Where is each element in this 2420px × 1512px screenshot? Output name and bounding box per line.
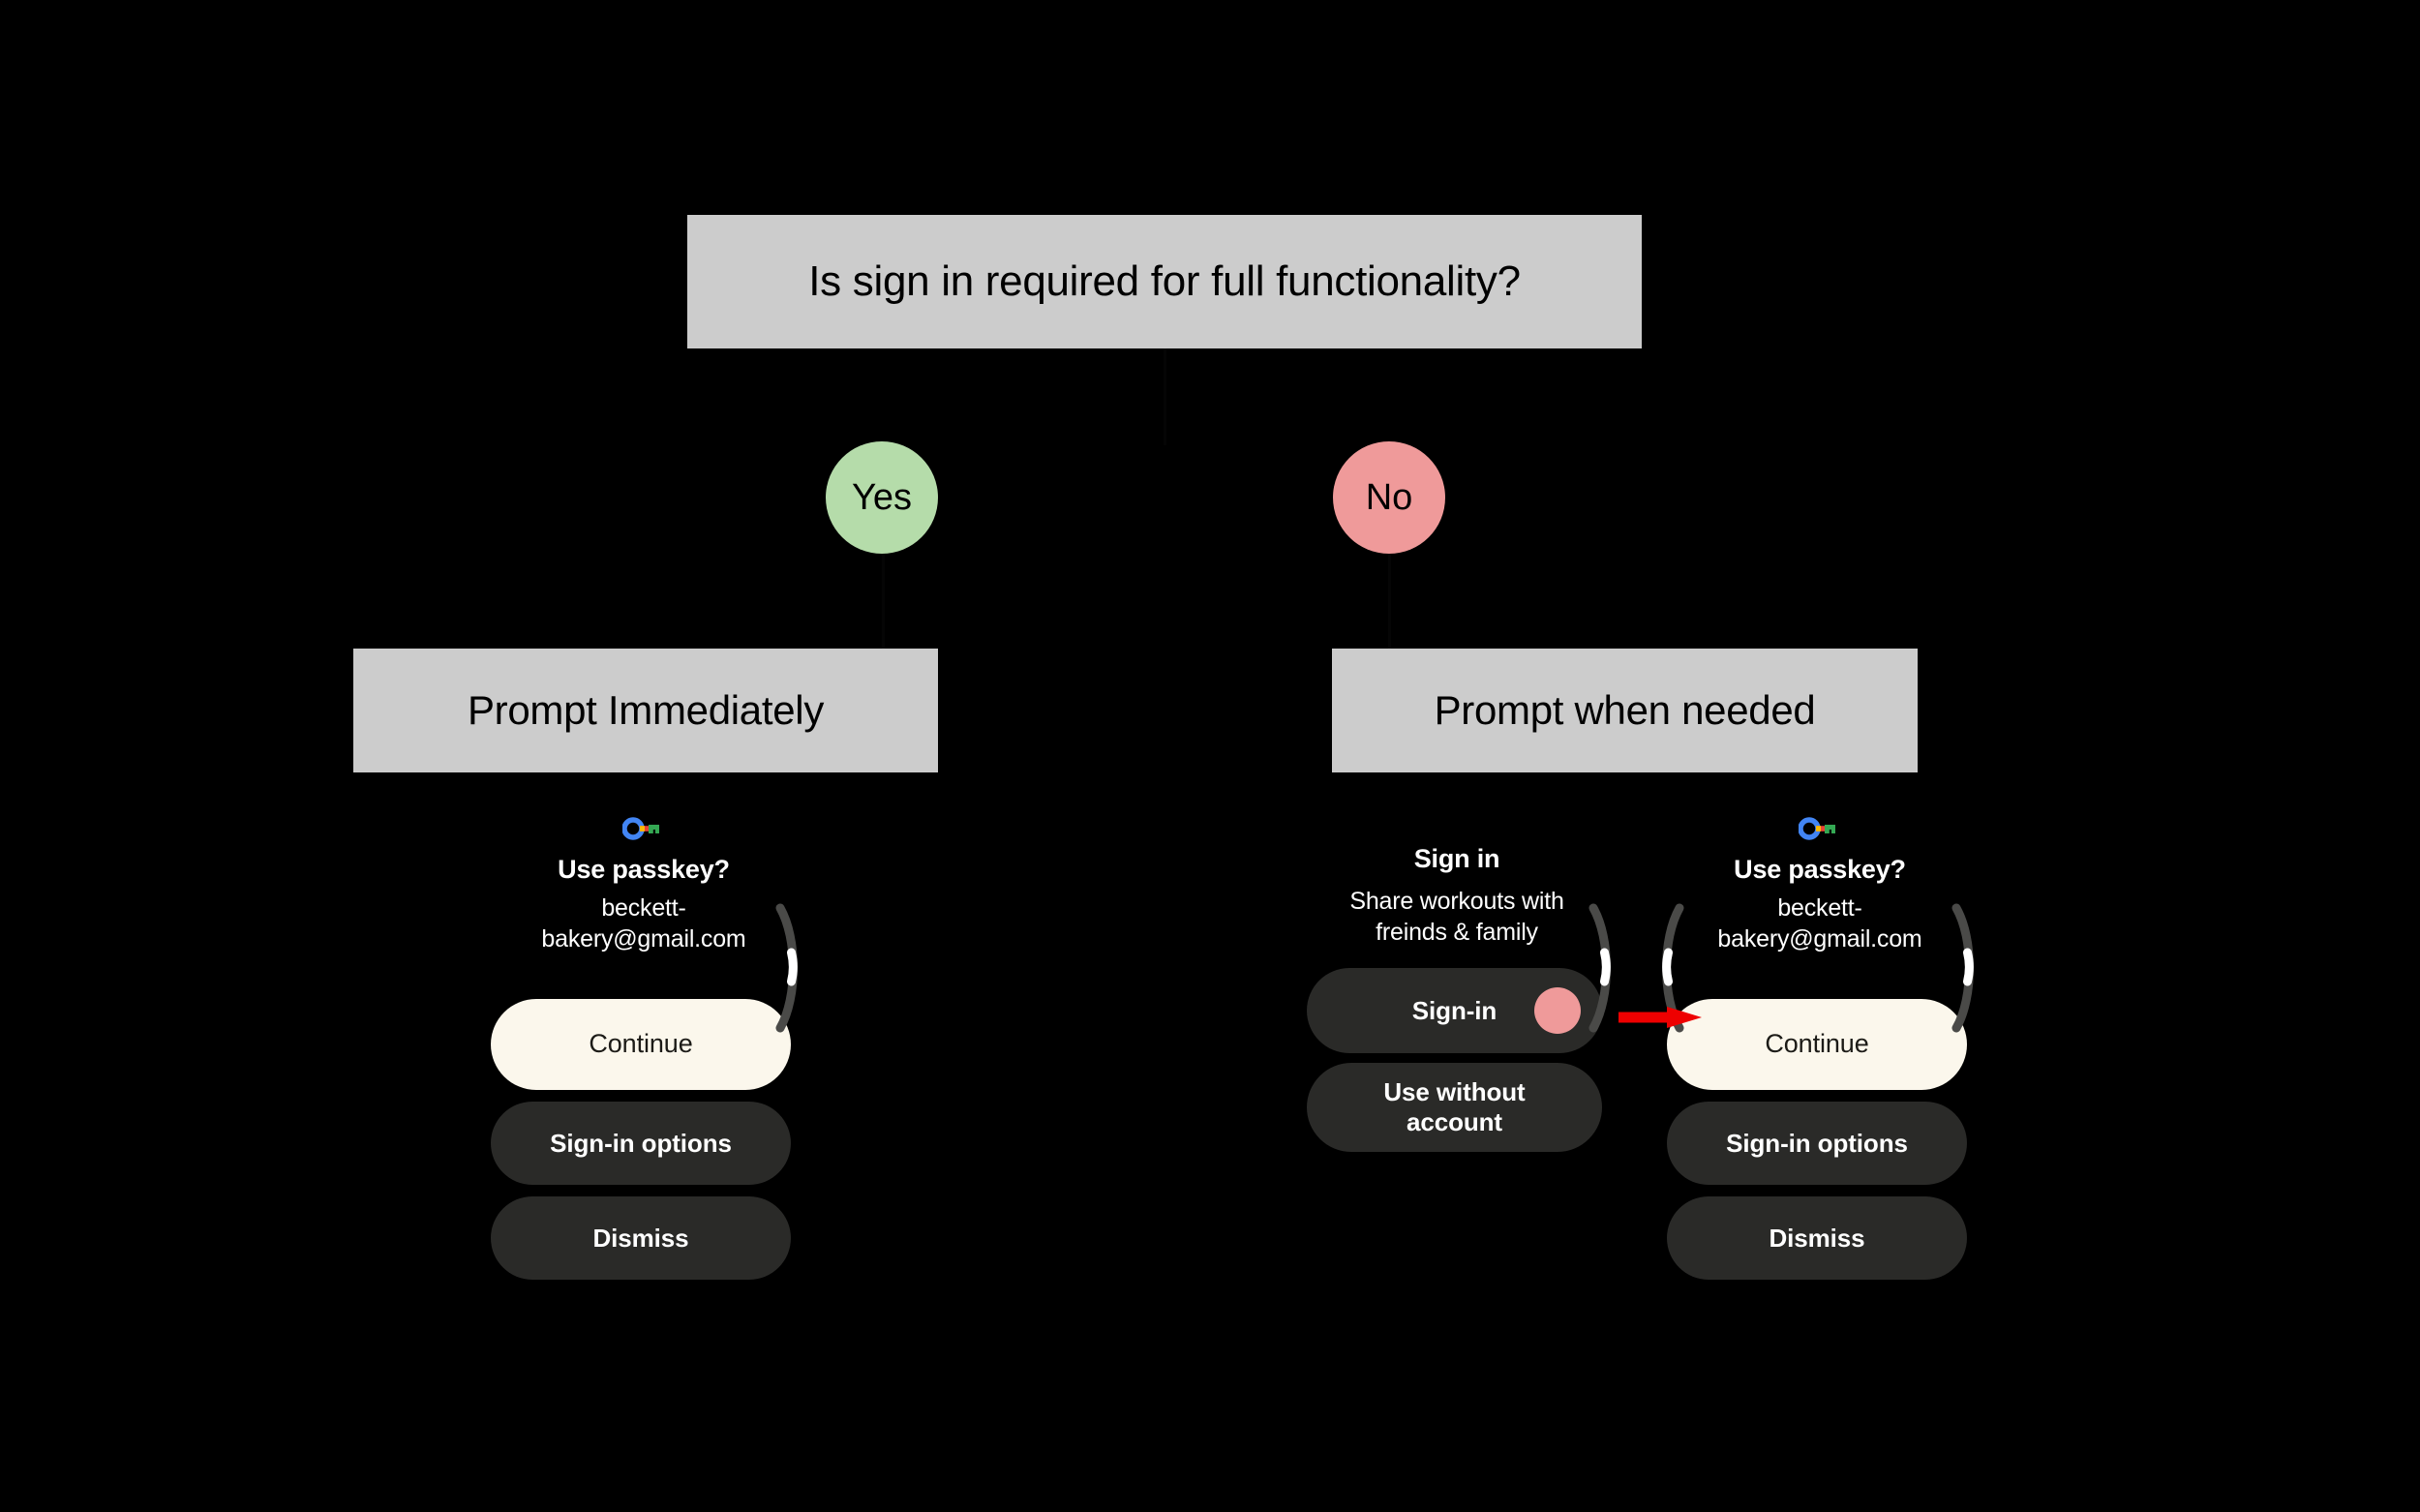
watch-middle-signin-button[interactable]: Sign-in <box>1307 968 1602 1053</box>
watch-right-signin-options-label: Sign-in options <box>1726 1128 1908 1158</box>
watch-right-subtitle: beckett-bakery@gmail.com <box>1717 894 1922 953</box>
outcome-node-prompt-when-needed-label: Prompt when needed <box>1434 687 1816 733</box>
connector-yes-to-prompt-immediately <box>882 554 885 650</box>
watch-left-continue-button[interactable]: Continue <box>491 999 791 1090</box>
google-passkey-icon <box>1799 815 1841 842</box>
connector-no-to-prompt-when-needed <box>1388 554 1391 650</box>
branch-label-yes-text: Yes <box>852 476 912 518</box>
watch-middle-subtitle: Share workouts with freinds & family <box>1349 888 1564 947</box>
watch-left-dismiss-label: Dismiss <box>592 1223 689 1253</box>
branch-label-no-text: No <box>1365 476 1413 518</box>
watch-right-title: Use passkey? <box>1734 855 1906 884</box>
watch-left-title: Use passkey? <box>558 855 730 884</box>
watch-right-continue-label: Continue <box>1765 1029 1869 1059</box>
watch-right-continue-button[interactable]: Continue <box>1667 999 1967 1090</box>
watch-screen-right: Use passkey? beckett-bakery@gmail.com Co… <box>1660 803 1980 1307</box>
outcome-node-prompt-immediately-label: Prompt Immediately <box>467 687 825 733</box>
google-passkey-icon <box>622 815 665 842</box>
watch-left-signin-options-button[interactable]: Sign-in options <box>491 1102 791 1185</box>
watch-left-continue-label: Continue <box>589 1029 693 1059</box>
watch-screen-left: Use passkey? beckett-bakery@gmail.com Co… <box>484 803 803 1307</box>
watch-middle-signin-label: Sign-in <box>1411 995 1497 1025</box>
outcome-node-prompt-when-needed: Prompt when needed <box>1332 649 1918 772</box>
decision-node-question-label: Is sign in required for full functionali… <box>808 257 1521 305</box>
watch-right-dismiss-button[interactable]: Dismiss <box>1667 1196 1967 1280</box>
decision-node-question: Is sign in required for full functionali… <box>687 215 1642 348</box>
watch-right-signin-options-button[interactable]: Sign-in options <box>1667 1102 1967 1185</box>
watch-left-signin-options-label: Sign-in options <box>550 1128 732 1158</box>
watch-right-dismiss-label: Dismiss <box>1769 1223 1865 1253</box>
watch-left-dismiss-button[interactable]: Dismiss <box>491 1196 791 1280</box>
watch-screen-middle: Sign in Share workouts with freinds & fa… <box>1307 803 1611 1307</box>
branch-label-no: No <box>1333 441 1445 554</box>
annotation-arrow-icon <box>1618 1005 1704 1030</box>
pink-dot-badge-icon <box>1534 987 1581 1034</box>
branch-label-yes: Yes <box>826 441 938 554</box>
watch-middle-use-without-account-label: Use without account <box>1383 1077 1526 1136</box>
outcome-node-prompt-immediately: Prompt Immediately <box>353 649 938 772</box>
watch-middle-use-without-account-button[interactable]: Use without account <box>1307 1063 1602 1152</box>
watch-middle-title: Sign in <box>1413 844 1500 873</box>
watch-left-subtitle: beckett-bakery@gmail.com <box>541 894 746 953</box>
connector-question-to-yes <box>1164 348 1166 445</box>
